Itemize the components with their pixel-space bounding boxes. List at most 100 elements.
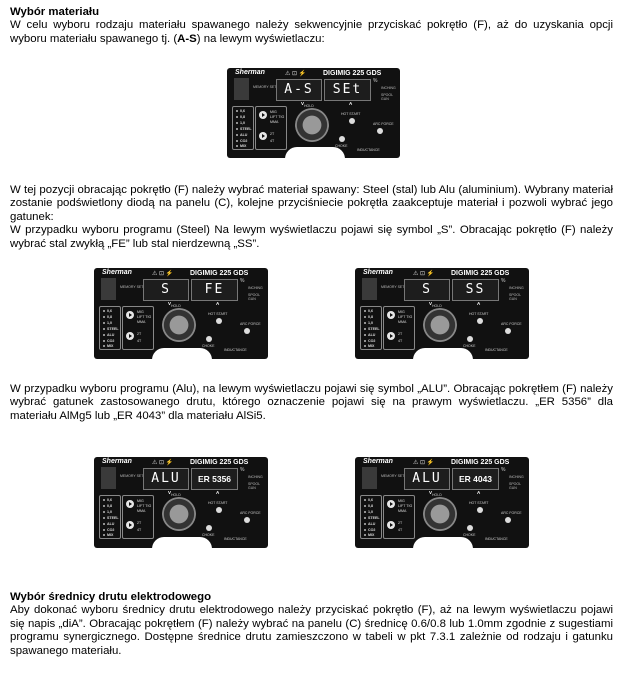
- gas-mix-led: MIX: [103, 344, 113, 348]
- control-knob-f[interactable]: [162, 497, 196, 531]
- hot-start-button[interactable]: [477, 507, 483, 513]
- arc-force-button[interactable]: [377, 128, 383, 134]
- hot-start-label: HOT START: [208, 501, 228, 505]
- mode-button-column: MIG LIFT TIG MMA 2T 4T: [122, 306, 154, 350]
- mode-button[interactable]: [259, 111, 267, 119]
- section-material-alu: W przypadku wyboru programu (Alu), na le…: [10, 383, 613, 423]
- paragraph-material-intro: W celu wyboru rodzaju materiału spawaneg…: [10, 19, 613, 45]
- choke-button[interactable]: [339, 136, 345, 142]
- right-display: ER 4043: [452, 468, 499, 490]
- mode-button[interactable]: [126, 311, 134, 319]
- material-indicator-column: 0,6 0,8 1,0 STEEL ALU CO2 MIX: [99, 306, 121, 350]
- memory-label: MEMORY SET: [253, 85, 277, 89]
- torch-mode-button[interactable]: [126, 521, 134, 529]
- control-panel-steel-ss: Sherman ⚠ ⊡ ⚡ DIGIMIG 225 GDS MEMORY SET…: [355, 268, 529, 359]
- memory-button[interactable]: [234, 78, 249, 100]
- memory-label: MEMORY SET: [120, 285, 144, 289]
- percent-icon: %: [240, 467, 245, 473]
- section-wire-diameter: Wybór średnicy drutu elektrodowego Aby d…: [10, 591, 613, 658]
- material-alu-led: ALU: [364, 333, 375, 337]
- inductance-label: INDUCTANCE: [224, 537, 247, 541]
- model-label: DIGIMIG 225 GDS: [451, 459, 510, 466]
- material-0-8-led: 0,8: [103, 315, 112, 319]
- choke-button[interactable]: [206, 336, 212, 342]
- mode-mma-label: MMA: [270, 120, 279, 124]
- gas-co2-led: CO2: [364, 528, 375, 532]
- spool-gun-label: SPOOL GUN: [248, 293, 260, 301]
- torch-mode-button[interactable]: [387, 521, 395, 529]
- hot-start-button[interactable]: [216, 507, 222, 513]
- paragraph-wire-diameter: Aby dokonać wyboru średnicy drutu elektr…: [10, 604, 613, 657]
- model-label: DIGIMIG 225 GDS: [190, 459, 249, 466]
- left-display: A-S: [276, 79, 322, 101]
- memory-button[interactable]: [101, 278, 116, 300]
- control-knob-f[interactable]: [423, 308, 457, 342]
- hot-start-label: HOT START: [341, 112, 361, 116]
- heading-wire-diameter: Wybór średnicy drutu elektrodowego: [10, 591, 212, 603]
- section-material: Wybór materiału W celu wyboru rodzaju ma…: [10, 6, 613, 46]
- control-knob-f[interactable]: [423, 497, 457, 531]
- memory-button[interactable]: [362, 467, 377, 489]
- control-panel-a-s: Sherman ⚠ ⊡ ⚡ DIGIMIG 225 GDS MEMORY SET…: [227, 68, 400, 158]
- left-display: S: [143, 279, 189, 301]
- hot-start-button[interactable]: [477, 318, 483, 324]
- model-label: DIGIMIG 225 GDS: [190, 270, 249, 277]
- inductance-label: INDUCTANCE: [224, 348, 247, 352]
- control-panel-alu-4043: Sherman ⚠ ⊡ ⚡ DIGIMIG 225 GDS MEMORY SET…: [355, 457, 529, 548]
- mode-mig-label: MIG: [270, 110, 277, 114]
- hot-start-button[interactable]: [349, 118, 355, 124]
- material-indicator-column: 0,6 0,8 1,0 STEEL ALU CO2 MIX: [360, 306, 382, 350]
- memory-button[interactable]: [362, 278, 377, 300]
- control-knob-f[interactable]: [295, 108, 329, 142]
- torch-mode-button[interactable]: [126, 332, 134, 340]
- mode-lift-tig-label: LIFT TIG: [137, 315, 152, 319]
- amp-label: A: [477, 301, 481, 306]
- brand-logo: Sherman: [235, 69, 265, 76]
- memory-button[interactable]: [101, 467, 116, 489]
- model-label: DIGIMIG 225 GDS: [323, 70, 382, 77]
- panel-notch: [413, 348, 473, 359]
- material-steel-led: STEEL: [236, 127, 252, 131]
- torch-mode-button[interactable]: [387, 332, 395, 340]
- volt-label: V: [168, 301, 172, 306]
- mode-button[interactable]: [387, 311, 395, 319]
- choke-button[interactable]: [467, 525, 473, 531]
- mode-button-column: MIG LIFT TIG MMA 2T 4T: [122, 495, 154, 539]
- paragraph-alu: W przypadku wyboru programu (Alu), na le…: [10, 383, 613, 422]
- control-knob-f[interactable]: [162, 308, 196, 342]
- material-0-8-led: 0,8: [236, 115, 245, 119]
- arc-force-button[interactable]: [505, 328, 511, 334]
- torch-4t-label: 4T: [137, 528, 142, 532]
- gas-mix-led: MIX: [236, 144, 246, 148]
- mode-button[interactable]: [387, 500, 395, 508]
- torch-mode-button[interactable]: [259, 132, 267, 140]
- arc-force-button[interactable]: [244, 517, 250, 523]
- spool-gun-label: SPOOL GUN: [509, 482, 521, 490]
- hot-start-button[interactable]: [216, 318, 222, 324]
- brand-logo: Sherman: [363, 458, 393, 465]
- amp-label: A: [477, 490, 481, 495]
- mode-mma-label: MMA: [398, 320, 407, 324]
- choke-button[interactable]: [206, 525, 212, 531]
- gas-co2-led: CO2: [103, 528, 114, 532]
- amp-label: A: [216, 490, 220, 495]
- mode-lift-tig-label: LIFT TIG: [270, 115, 285, 119]
- mode-button[interactable]: [126, 500, 134, 508]
- spool-gun-label: SPOOL GUN: [248, 482, 260, 490]
- gas-co2-led: CO2: [103, 339, 114, 343]
- material-0-6-led: 0,6: [364, 498, 373, 502]
- arc-force-button[interactable]: [244, 328, 250, 334]
- volt-label: V: [429, 490, 433, 495]
- inductance-label: INDUCTANCE: [357, 148, 380, 152]
- warning-icons: ⚠ ⊡ ⚡: [152, 271, 174, 277]
- left-display: S: [404, 279, 450, 301]
- hold-label: HOLD: [432, 304, 442, 308]
- torch-4t-label: 4T: [398, 339, 403, 343]
- choke-button[interactable]: [467, 336, 473, 342]
- arc-force-button[interactable]: [505, 517, 511, 523]
- material-steel-led: STEEL: [103, 327, 119, 331]
- choke-label: CHOKE: [202, 533, 215, 537]
- mode-mig-label: MIG: [137, 310, 144, 314]
- control-panel-alu-5356: Sherman ⚠ ⊡ ⚡ DIGIMIG 225 GDS MEMORY SET…: [94, 457, 268, 548]
- volt-label: V: [168, 490, 172, 495]
